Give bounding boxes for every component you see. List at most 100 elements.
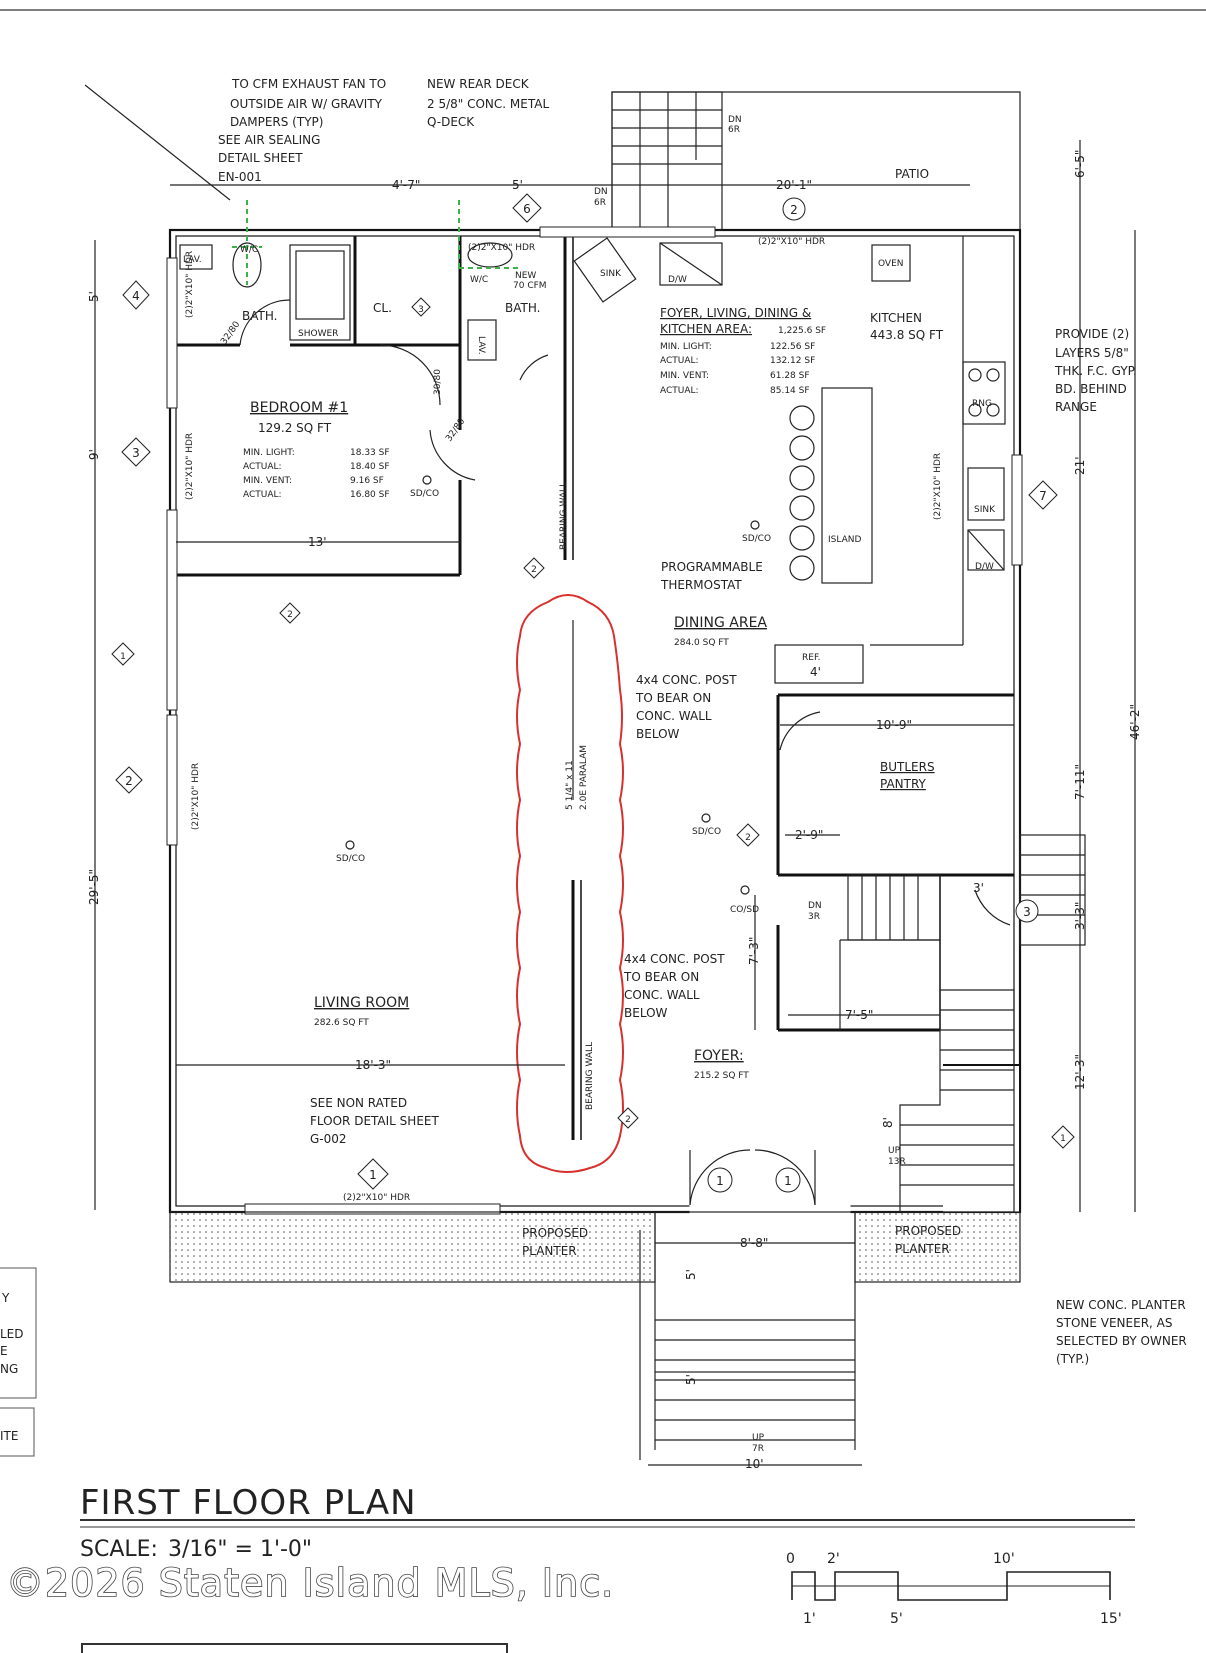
svg-text:LED: LED <box>0 1327 24 1341</box>
svg-text:CONC. WALL: CONC. WALL <box>624 988 700 1002</box>
svg-text:9.16 SF: 9.16 SF <box>350 476 384 486</box>
island-label: ISLAND <box>828 535 861 545</box>
dn6r-top-2: 6R <box>728 125 740 135</box>
paralam-size: 5 1/4" x 11 <box>565 760 575 810</box>
sink-label: SINK <box>974 505 996 515</box>
svg-text:SEE NON RATED: SEE NON RATED <box>310 1096 407 1110</box>
svg-text:G-002: G-002 <box>310 1132 347 1146</box>
svg-text:16.80 SF: 16.80 SF <box>350 490 390 500</box>
tag-2-pantry: 2 <box>736 823 760 847</box>
lav-label-2: LAV. <box>476 336 486 355</box>
dim-5-step-a: 5' <box>684 1269 698 1280</box>
dw-label-kitchen: D/W <box>975 562 994 572</box>
planter-left-2: PLANTER <box>522 1244 577 1258</box>
svg-text:NEW REAR DECK: NEW REAR DECK <box>427 77 530 91</box>
svg-text:BD. BEHIND: BD. BEHIND <box>1055 382 1127 396</box>
svg-text:Y: Y <box>1 1291 10 1305</box>
dim-9: 9' <box>87 449 101 460</box>
butlers-label: BUTLERS <box>880 760 935 774</box>
dim-7-11: 7'-11" <box>1073 764 1087 800</box>
svg-text:PROGRAMMABLE: PROGRAMMABLE <box>661 560 763 574</box>
paralam-grade: 2.0E PARALAM <box>579 745 589 810</box>
planter-right-2: PLANTER <box>895 1242 950 1256</box>
bedroom-1-label: BEDROOM #1 129.2 SQ FT MIN. LIGHT:18.33 … <box>243 400 390 500</box>
note-rear-deck: NEW REAR DECK 2 5/8" CONC. METAL Q-DECK <box>427 77 549 129</box>
svg-text:122.56 SF: 122.56 SF <box>770 342 815 352</box>
interior-walls <box>176 236 1014 1140</box>
svg-text:1': 1' <box>803 1611 816 1627</box>
svg-text:4x4 CONC. POST: 4x4 CONC. POST <box>624 952 725 966</box>
svg-text:6: 6 <box>523 202 531 216</box>
svg-text:2: 2 <box>790 203 798 217</box>
dim-21: 21' <box>1073 456 1087 475</box>
svg-text:2 5/8" CONC. METAL: 2 5/8" CONC. METAL <box>427 97 549 111</box>
svg-text:1: 1 <box>716 1174 724 1188</box>
dim-2-9: 2'-9" <box>795 828 823 842</box>
dining-area-label: DINING AREA <box>674 615 767 631</box>
svg-text:LAYERS 5/8": LAYERS 5/8" <box>1055 346 1129 360</box>
dining-area-size: 284.0 SQ FT <box>674 638 729 648</box>
door-32x80-a: 32/80 <box>219 320 242 347</box>
svg-text:SELECTED BY OWNER: SELECTED BY OWNER <box>1056 1334 1187 1348</box>
co-foyer: CO/SD <box>730 905 759 915</box>
svg-text:DAMPERS (TYP): DAMPERS (TYP) <box>230 115 323 129</box>
svg-text:3: 3 <box>418 305 424 315</box>
svg-text:ACTUAL:: ACTUAL: <box>243 490 282 500</box>
dim-12-3: 12'-3" <box>1073 1054 1087 1090</box>
svg-text:KITCHEN AREA:: KITCHEN AREA: <box>660 322 752 336</box>
tag-2-top: 2 <box>782 197 806 221</box>
svg-text:NEW CONC. PLANTER: NEW CONC. PLANTER <box>1056 1298 1186 1312</box>
svg-text:4x4 CONC. POST: 4x4 CONC. POST <box>636 673 737 687</box>
svg-text:129.2 SQ FT: 129.2 SQ FT <box>258 421 332 435</box>
dim-3-3: 3'-3" <box>1073 902 1087 930</box>
svg-text:0: 0 <box>786 1551 795 1567</box>
planter-left-1: PROPOSED <box>522 1226 588 1240</box>
door-32x80-b: 32/80 <box>444 417 467 444</box>
foyer-area: 215.2 SQ FT <box>694 1071 749 1081</box>
exhaust-fan-ducts <box>232 200 520 285</box>
tag-7: 7 <box>1028 480 1058 510</box>
ref-label: REF. <box>802 653 821 663</box>
tag-3-left: 3 <box>121 437 151 467</box>
sd-dining: SD/CO <box>692 827 721 837</box>
tag-2-wall: 2 <box>523 557 545 579</box>
mls-watermark: ©2026 Staten Island MLS, Inc. <box>6 1561 614 1605</box>
dim-6-5: 6'-5" <box>1073 150 1087 178</box>
hdr-left-upper: (2)2"X10" HDR <box>185 433 195 500</box>
svg-text:MIN. LIGHT:: MIN. LIGHT: <box>660 342 712 352</box>
svg-text:2: 2 <box>745 833 751 843</box>
svg-text:2: 2 <box>125 774 133 788</box>
dn6r-side-1: DN <box>594 187 608 197</box>
dim-5-left: 5' <box>87 291 101 302</box>
svg-text:3: 3 <box>132 446 140 460</box>
bearing-wall-upper: BEARING WALL <box>559 482 569 550</box>
svg-text:FLOOR DETAIL SHEET: FLOOR DETAIL SHEET <box>310 1114 439 1128</box>
svg-text:EN-001: EN-001 <box>218 170 262 184</box>
svg-text:SEE AIR SEALING: SEE AIR SEALING <box>218 133 320 147</box>
sd-living: SD/CO <box>336 854 365 864</box>
dim-8-8: 8'-8" <box>740 1236 768 1250</box>
dim-5-step-b: 5' <box>684 1374 698 1385</box>
svg-text:TO BEAR ON: TO BEAR ON <box>623 970 699 984</box>
dw-label-deck: D/W <box>668 275 687 285</box>
svg-text:BELOW: BELOW <box>624 1006 668 1020</box>
sd-kitchen: SD/CO <box>742 534 771 544</box>
svg-text:1: 1 <box>784 1174 792 1188</box>
scale-label: SCALE: <box>80 1537 158 1562</box>
svg-text:18.33 SF: 18.33 SF <box>350 448 390 458</box>
windows <box>166 226 1023 1215</box>
svg-text:CONC. WALL: CONC. WALL <box>636 709 712 723</box>
svg-text:TO CFM EXHAUST FAN TO: TO CFM EXHAUST FAN TO <box>231 77 386 91</box>
tag-1-left: 1 <box>111 642 135 666</box>
pantry-label: PANTRY <box>880 777 927 791</box>
dn6r-side-2: 6R <box>594 198 606 208</box>
sink-label-2: SINK <box>600 269 622 279</box>
svg-text:OUTSIDE AIR W/ GRAVITY: OUTSIDE AIR W/ GRAVITY <box>230 97 383 111</box>
svg-text:61.28 SF: 61.28 SF <box>770 371 810 381</box>
dim-10-9: 10'-9" <box>876 718 912 732</box>
svg-text:THERMOSTAT: THERMOSTAT <box>660 578 742 592</box>
svg-text:BEDROOM #1: BEDROOM #1 <box>250 400 348 416</box>
hdr-front: (2)2"X10" HDR <box>343 1193 410 1203</box>
svg-text:BELOW: BELOW <box>636 727 680 741</box>
hdr-kitchen: (2)2"X10" HDR <box>933 453 943 520</box>
